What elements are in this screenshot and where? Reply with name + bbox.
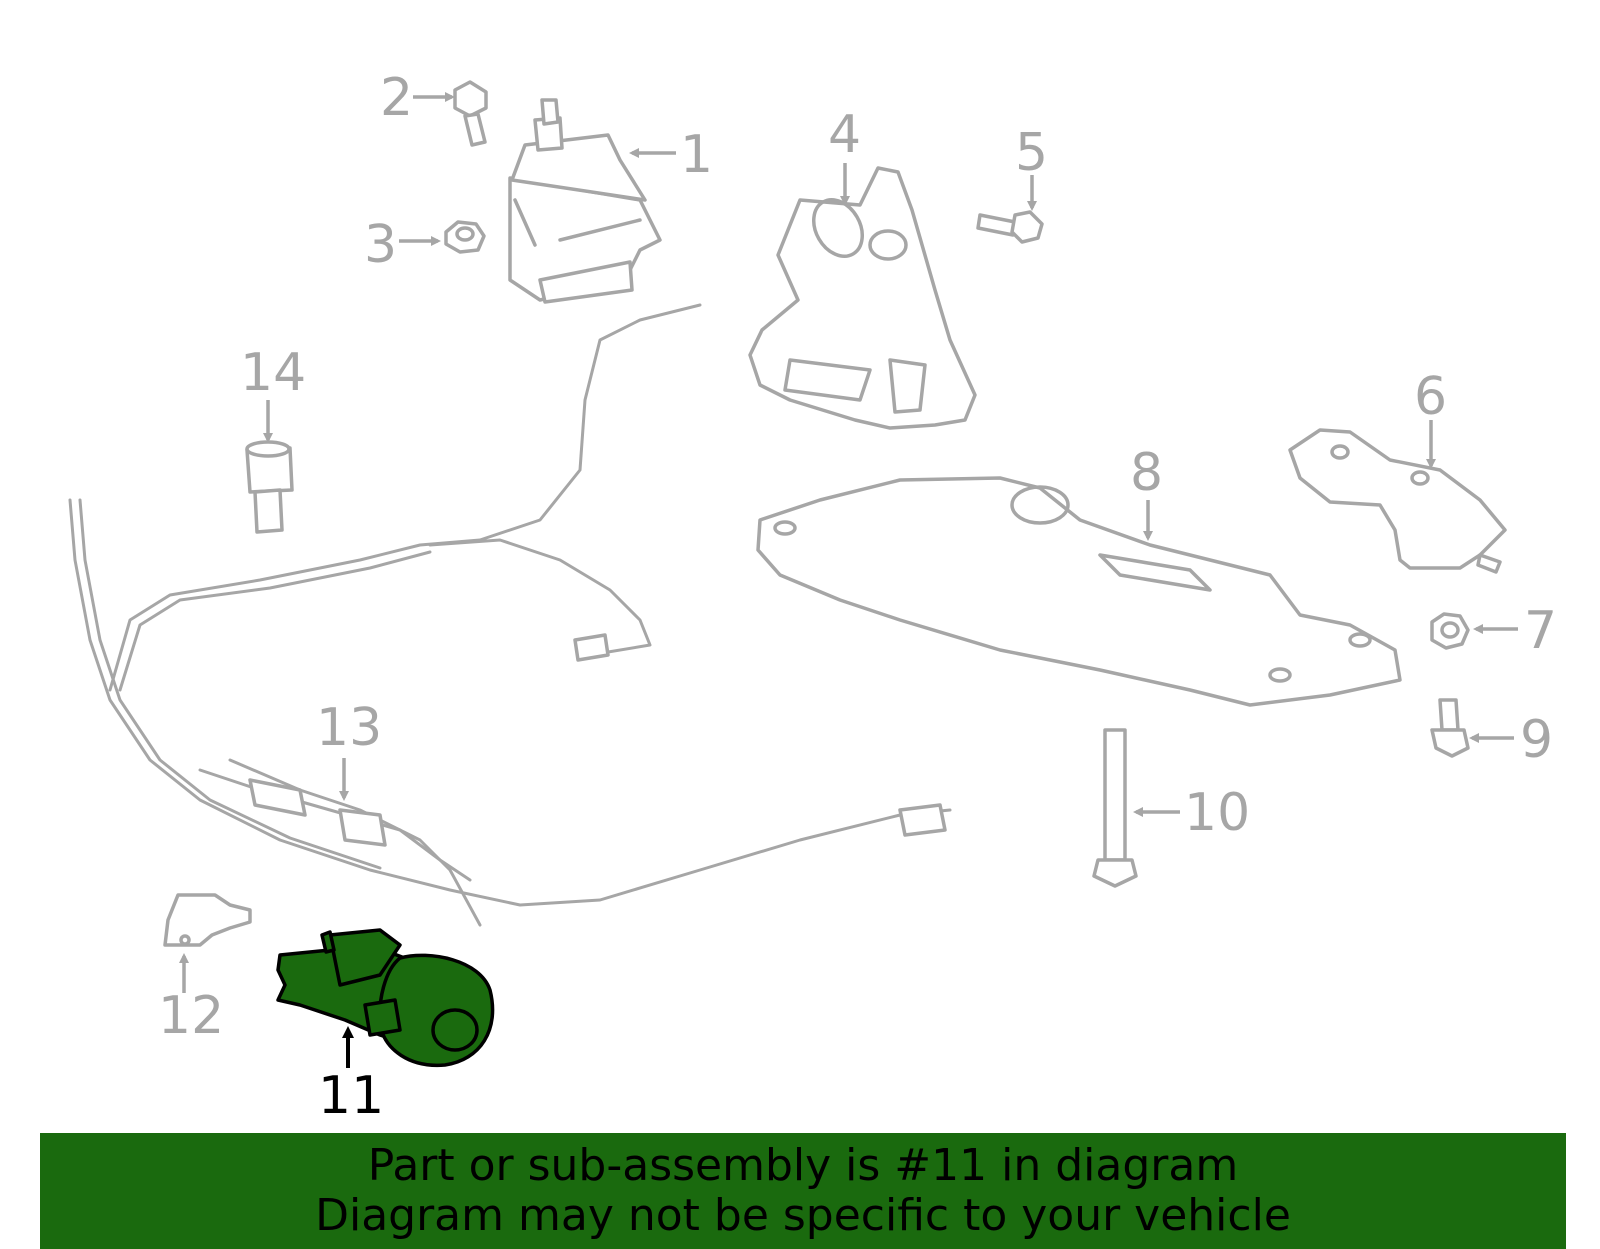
callout-10: 10 xyxy=(1184,783,1250,843)
bolt-part-9[interactable] xyxy=(1430,698,1470,758)
banner-line-1: Part or sub-assembly is #11 in diagram xyxy=(367,1140,1239,1191)
nut-part-3[interactable] xyxy=(444,220,486,254)
callout-13: 13 xyxy=(316,698,382,758)
highlighted-part-11[interactable] xyxy=(276,928,495,1068)
bolt-part-5[interactable] xyxy=(976,210,1044,244)
callout-12: 12 xyxy=(158,986,224,1046)
sensor-part-14[interactable] xyxy=(245,440,294,534)
callout-6: 6 xyxy=(1414,367,1447,427)
callout-1: 1 xyxy=(680,125,713,185)
callout-3: 3 xyxy=(364,215,397,275)
callout-4: 4 xyxy=(828,105,861,165)
transmission-mount-part-6[interactable] xyxy=(1288,428,1507,574)
callout-14: 14 xyxy=(240,343,306,403)
bracket-part-4[interactable] xyxy=(748,166,977,430)
callout-7: 7 xyxy=(1524,601,1557,661)
info-banner: Part or sub-assembly is #11 in diagram D… xyxy=(40,1133,1566,1249)
bolt-part-2[interactable] xyxy=(453,80,488,147)
long-bolt-part-10[interactable] xyxy=(1092,728,1138,888)
callout-9: 9 xyxy=(1520,710,1553,770)
callout-11: 11 xyxy=(318,1066,384,1126)
crossmember-part-8[interactable] xyxy=(756,476,1402,707)
callout-5: 5 xyxy=(1015,123,1048,183)
sensor-part-12[interactable] xyxy=(163,893,252,947)
callout-2: 2 xyxy=(380,68,413,128)
callout-8: 8 xyxy=(1130,443,1163,503)
wiring-harness-part-13[interactable] xyxy=(68,303,952,927)
callout-arrows xyxy=(179,92,1518,1068)
nut-part-7[interactable] xyxy=(1430,612,1470,650)
banner-line-2: Diagram may not be specific to your vehi… xyxy=(315,1190,1291,1241)
engine-mount-part-1[interactable] xyxy=(508,98,662,304)
